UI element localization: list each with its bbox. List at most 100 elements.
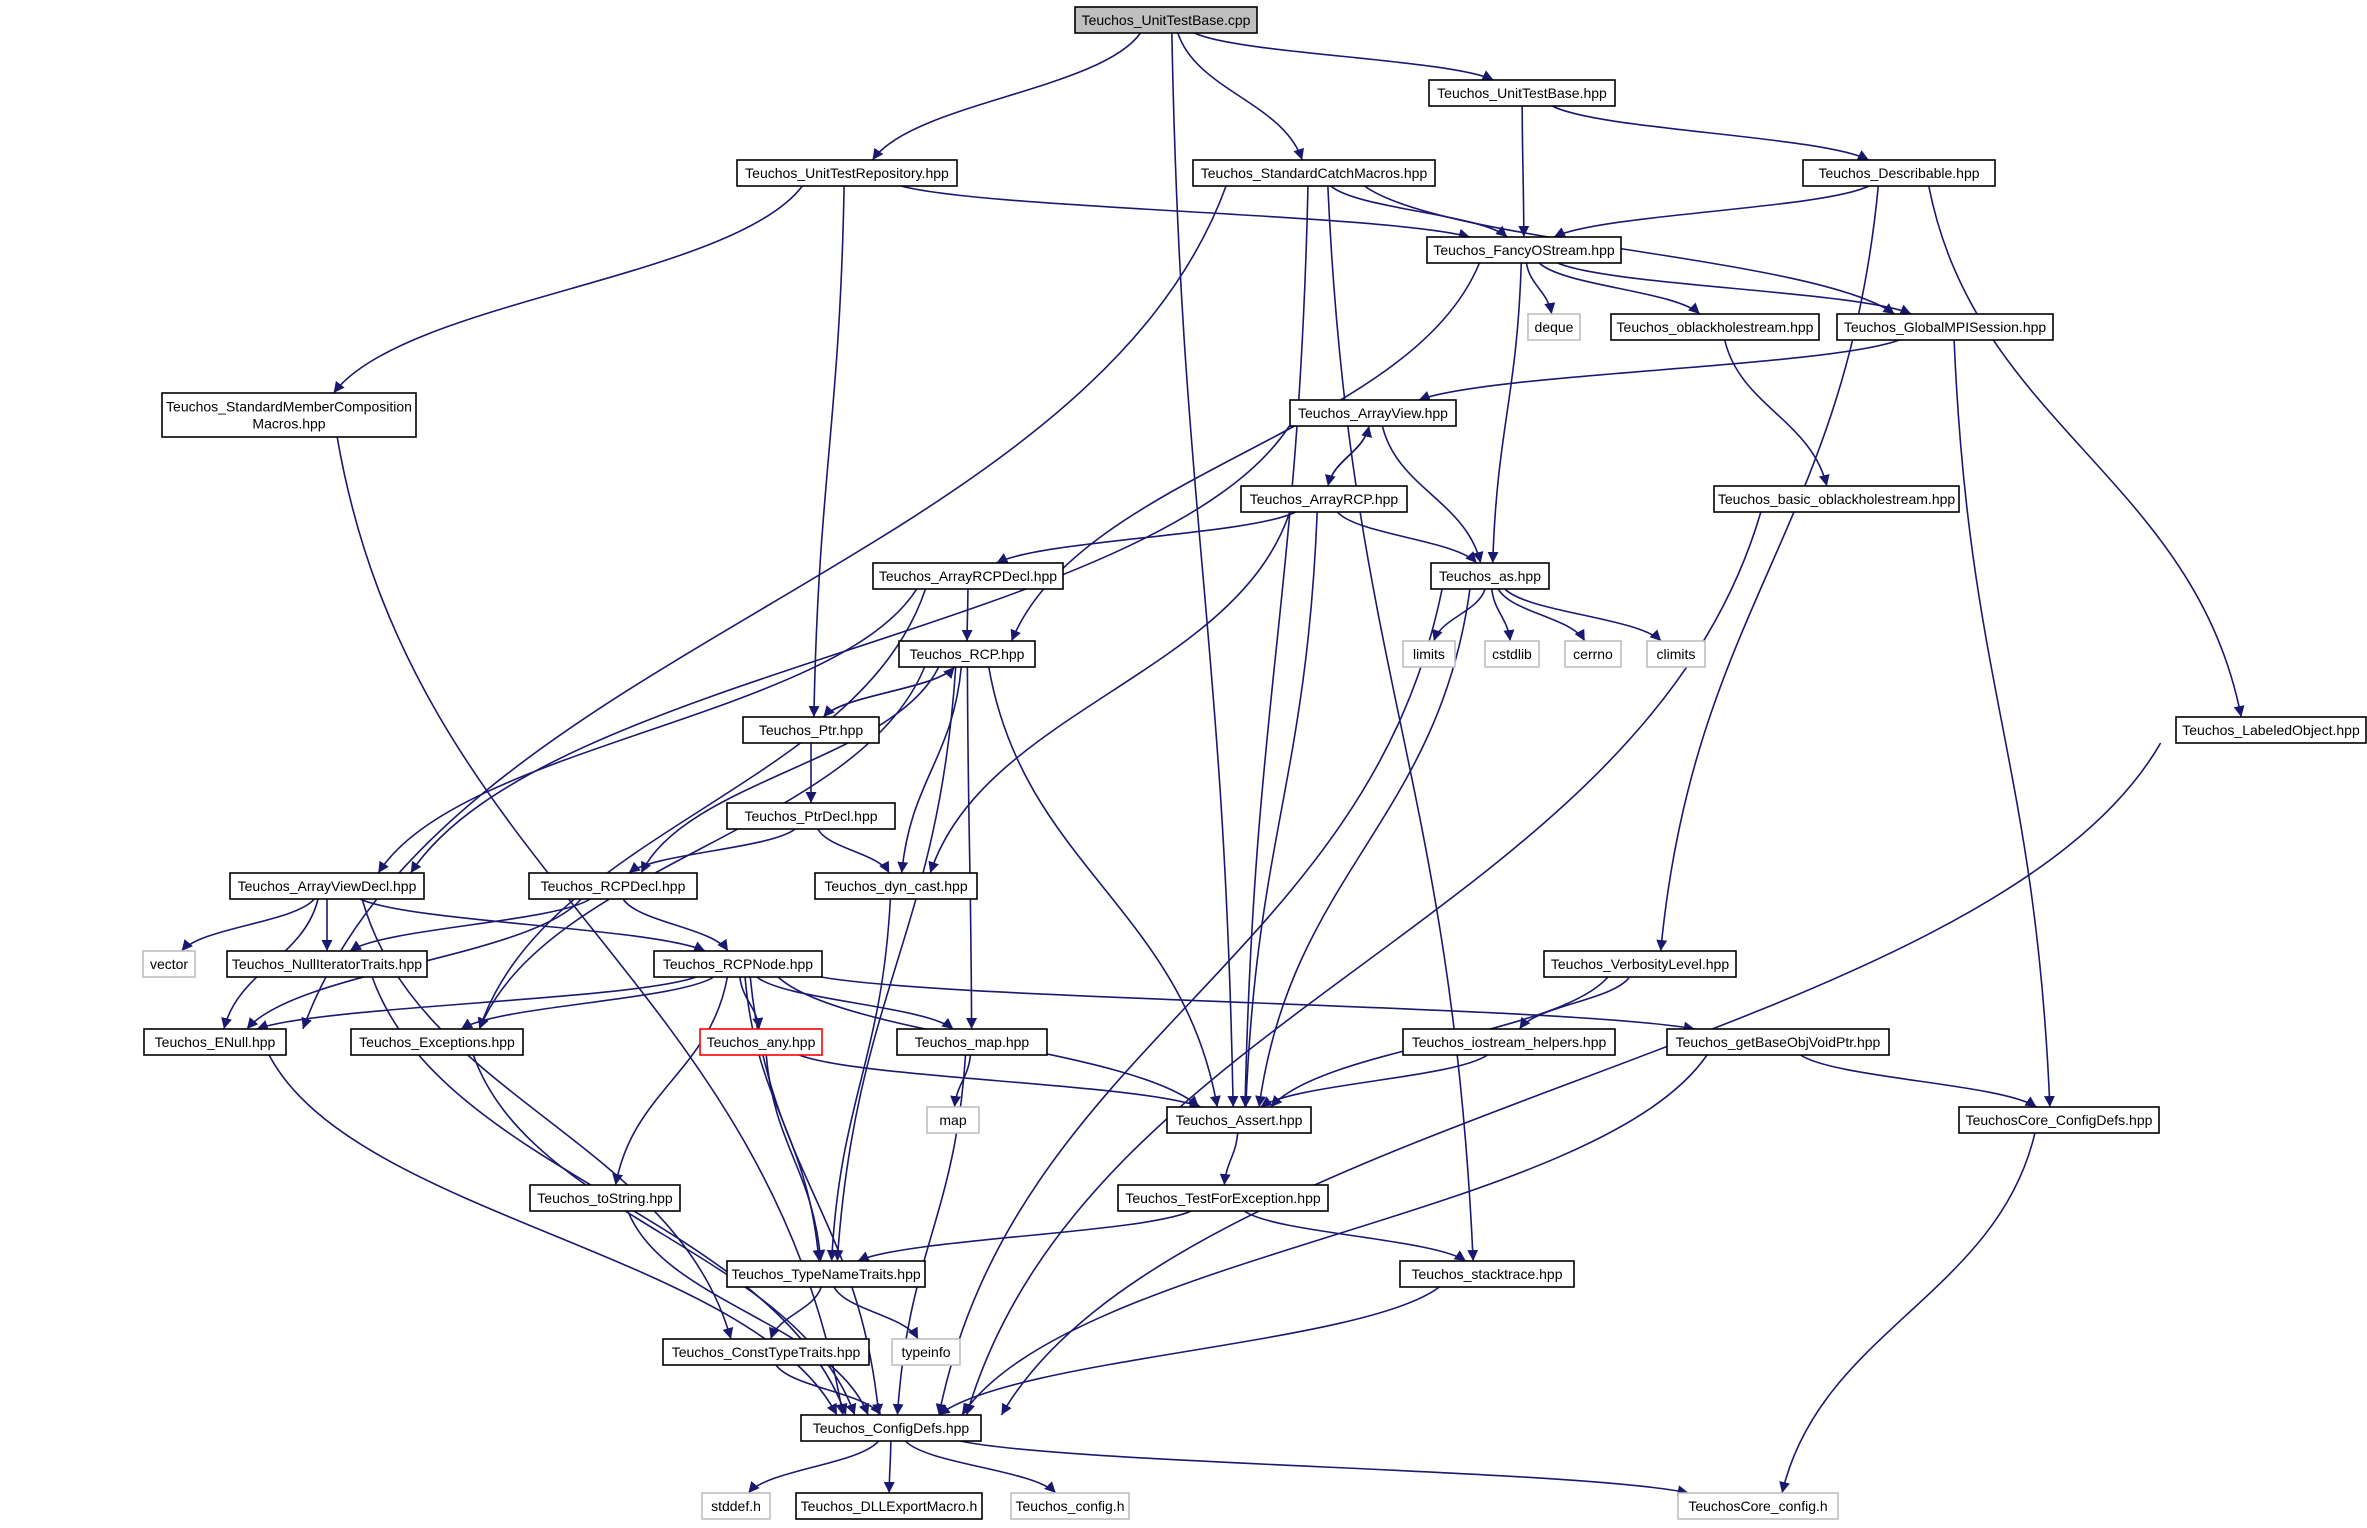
node-label: TeuchosCore_ConfigDefs.hpp bbox=[1966, 1112, 2153, 1128]
file-node-any[interactable]: Teuchos_any.hpp bbox=[699, 1028, 823, 1056]
file-node-fancy[interactable]: Teuchos_FancyOStream.hpp bbox=[1426, 236, 1622, 264]
file-node-arrrcp[interactable]: Teuchos_ArrayRCP.hpp bbox=[1240, 485, 1408, 513]
node-label: Teuchos_Assert.hpp bbox=[1176, 1112, 1303, 1128]
edge-stdcatch-to-mpi bbox=[1364, 185, 1895, 315]
file-node-stdmember[interactable]: Teuchos_StandardMemberCompositionMacros.… bbox=[161, 392, 417, 438]
file-node-verb[interactable]: Teuchos_VerbosityLevel.hpp bbox=[1543, 950, 1737, 978]
edge-as-to-cerrno bbox=[1497, 588, 1586, 642]
file-node-map_hpp[interactable]: Teuchos_map.hpp bbox=[896, 1028, 1048, 1056]
node-label: Teuchos_dyn_cast.hpp bbox=[824, 878, 967, 894]
node-box bbox=[1610, 313, 1820, 341]
node-label: Teuchos_iostream_helpers.hpp bbox=[1412, 1034, 1607, 1050]
node-box bbox=[1564, 640, 1622, 668]
edge-root-to-assert bbox=[1171, 32, 1239, 1108]
external-header-node-cstdlib: cstdlib bbox=[1484, 640, 1540, 668]
node-label: Teuchos_VerbosityLevel.hpp bbox=[1551, 956, 1729, 972]
node-label: Teuchos_ConstTypeTraits.hpp bbox=[672, 1344, 861, 1360]
node-box bbox=[662, 1338, 870, 1366]
node-box bbox=[1527, 313, 1581, 341]
node-label: Teuchos_Describable.hpp bbox=[1818, 165, 1979, 181]
node-label: Teuchos_PtrDecl.hpp bbox=[744, 808, 877, 824]
external-header-node-map: map bbox=[926, 1106, 980, 1134]
file-node-labeled[interactable]: Teuchos_LabeledObject.hpp bbox=[2175, 716, 2367, 744]
edge-dyncast-to-typename bbox=[826, 898, 892, 1262]
file-node-rcpdecl[interactable]: Teuchos_RCPDecl.hpp bbox=[528, 872, 698, 900]
file-node-rcpnode[interactable]: Teuchos_RCPNode.hpp bbox=[653, 950, 823, 978]
edge-fancy-to-as bbox=[1487, 262, 1523, 564]
node-box bbox=[1074, 6, 1258, 34]
node-box bbox=[653, 950, 823, 978]
file-node-nulliter[interactable]: Teuchos_NullIteratorTraits.hpp bbox=[226, 950, 428, 978]
file-node-enull[interactable]: Teuchos_ENull.hpp bbox=[143, 1028, 287, 1056]
node-label: stddef.h bbox=[711, 1498, 761, 1514]
node-label: Teuchos_basic_oblackholestream.hpp bbox=[1718, 491, 1956, 507]
file-node-rcp[interactable]: Teuchos_RCP.hpp bbox=[898, 640, 1036, 668]
file-node-oblack[interactable]: Teuchos_oblackholestream.hpp bbox=[1610, 313, 1820, 341]
file-node-arrviewdecl[interactable]: Teuchos_ArrayViewDecl.hpp bbox=[229, 872, 425, 900]
edge-fancy-to-oblack bbox=[1538, 262, 1701, 315]
edge-testexc-to-stack bbox=[1243, 1210, 1467, 1262]
file-node-utrepo[interactable]: Teuchos_UnitTestRepository.hpp bbox=[736, 159, 958, 187]
node-label: Teuchos_DLLExportMacro.h bbox=[801, 1498, 978, 1514]
edge-oblack-to-basicob bbox=[1723, 339, 1830, 487]
edge-labeled-to-configdefs bbox=[1000, 742, 2162, 1416]
node-label: map bbox=[939, 1112, 966, 1128]
external-header-node-tconfig: Teuchos_config.h bbox=[1010, 1492, 1130, 1520]
file-node-corecfg[interactable]: TeuchosCore_ConfigDefs.hpp bbox=[1958, 1106, 2160, 1134]
file-node-getbase[interactable]: Teuchos_getBaseObjVoidPtr.hpp bbox=[1666, 1028, 1890, 1056]
node-label: deque bbox=[1535, 319, 1574, 335]
edge-arrrcp-to-as bbox=[1336, 511, 1478, 564]
file-node-ptrdecl[interactable]: Teuchos_PtrDecl.hpp bbox=[726, 802, 896, 830]
node-label: Teuchos_TypeNameTraits.hpp bbox=[731, 1266, 921, 1282]
file-node-dll[interactable]: Teuchos_DLLExportMacro.h bbox=[795, 1492, 983, 1520]
node-box bbox=[1958, 1106, 2160, 1134]
file-node-as[interactable]: Teuchos_as.hpp bbox=[1430, 562, 1550, 590]
file-node-consttype[interactable]: Teuchos_ConstTypeTraits.hpp bbox=[662, 1338, 870, 1366]
edge-getbase-to-configdefs bbox=[961, 1054, 1708, 1416]
node-box bbox=[1402, 1028, 1616, 1056]
file-node-utbhpp[interactable]: Teuchos_UnitTestBase.hpp bbox=[1428, 79, 1616, 107]
edge-stdcatch-to-fancy bbox=[1330, 185, 1508, 238]
file-node-ptr[interactable]: Teuchos_Ptr.hpp bbox=[742, 716, 880, 744]
edge-arrviewdecl-to-rcpnode bbox=[359, 898, 706, 952]
file-node-tostring[interactable]: Teuchos_toString.hpp bbox=[529, 1184, 681, 1212]
file-node-arrview[interactable]: Teuchos_ArrayView.hpp bbox=[1289, 399, 1457, 427]
node-box bbox=[1713, 485, 1960, 513]
node-label: Teuchos_getBaseObjVoidPtr.hpp bbox=[1676, 1034, 1881, 1050]
file-node-iohelp[interactable]: Teuchos_iostream_helpers.hpp bbox=[1402, 1028, 1616, 1056]
file-node-assert[interactable]: Teuchos_Assert.hpp bbox=[1166, 1106, 1312, 1134]
node-box bbox=[701, 1492, 771, 1520]
file-node-mpi[interactable]: Teuchos_GlobalMPISession.hpp bbox=[1836, 313, 2054, 341]
file-node-root[interactable]: Teuchos_UnitTestBase.cpp bbox=[1074, 6, 1258, 34]
node-label: Teuchos_StandardMemberComposition bbox=[166, 399, 412, 415]
edge-rcp-to-rcpdecl bbox=[640, 666, 940, 874]
file-node-testexc[interactable]: Teuchos_TestForException.hpp bbox=[1117, 1184, 1329, 1212]
edge-root-to-utrepo bbox=[871, 32, 1142, 161]
file-node-typename[interactable]: Teuchos_TypeNameTraits.hpp bbox=[726, 1260, 926, 1288]
file-node-stdcatch[interactable]: Teuchos_StandardCatchMacros.hpp bbox=[1192, 159, 1436, 187]
file-node-basicob[interactable]: Teuchos_basic_oblackholestream.hpp bbox=[1713, 485, 1960, 513]
file-node-stack[interactable]: Teuchos_stacktrace.hpp bbox=[1399, 1260, 1575, 1288]
file-node-arrrcpdecl[interactable]: Teuchos_ArrayRCPDecl.hpp bbox=[872, 562, 1064, 590]
node-label: Macros.hpp bbox=[252, 416, 325, 432]
node-box bbox=[726, 1260, 926, 1288]
file-node-except[interactable]: Teuchos_Exceptions.hpp bbox=[350, 1028, 524, 1056]
edge-corecfg-to-coreconfigh bbox=[1779, 1132, 2036, 1494]
edge-arrrcpdecl-to-rcp bbox=[961, 588, 973, 642]
edge-describ-to-labeled bbox=[1927, 185, 2245, 718]
node-label: cstdlib bbox=[1492, 646, 1532, 662]
node-label: Teuchos_RCPDecl.hpp bbox=[541, 878, 686, 894]
edge-arrrcpdecl-to-arrviewdecl bbox=[377, 588, 918, 874]
edge-arrrcp-to-assert bbox=[1240, 511, 1318, 1108]
file-node-describ[interactable]: Teuchos_Describable.hpp bbox=[1802, 159, 1996, 187]
file-node-dyncast[interactable]: Teuchos_dyn_cast.hpp bbox=[814, 872, 978, 900]
node-label: Teuchos_UnitTestBase.cpp bbox=[1082, 12, 1251, 28]
file-node-configdefs[interactable]: Teuchos_ConfigDefs.hpp bbox=[800, 1414, 982, 1442]
edge-configdefs-to-coreconfigh bbox=[960, 1440, 1689, 1497]
edge-fancy-to-deque bbox=[1525, 262, 1556, 315]
node-box bbox=[1666, 1028, 1890, 1056]
node-box bbox=[795, 1492, 983, 1520]
edge-map_hpp-to-map bbox=[950, 1054, 972, 1108]
node-label: Teuchos_stacktrace.hpp bbox=[1412, 1266, 1563, 1282]
edge-verb-to-iohelp bbox=[1518, 976, 1631, 1030]
